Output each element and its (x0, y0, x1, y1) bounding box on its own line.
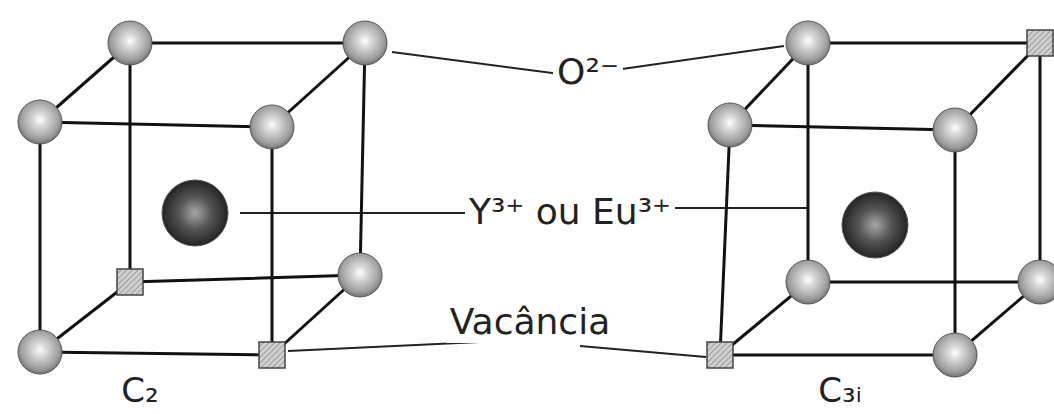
oxygen-ion (108, 21, 152, 65)
leader-line (392, 52, 560, 74)
oxygen-ion (708, 103, 752, 147)
leader-line (615, 46, 784, 70)
oxygen-ion (18, 100, 62, 144)
oxygen-ion (933, 333, 977, 377)
oxygen-ion (786, 21, 830, 65)
vacancy-square (707, 342, 733, 368)
cube-edge (720, 125, 955, 355)
leader-line (580, 346, 706, 357)
cube-edge (40, 122, 272, 355)
cation-ion (842, 192, 908, 258)
oxygen-ion (933, 108, 977, 152)
vacancy-square (1027, 30, 1053, 56)
vacancy-square (117, 269, 143, 295)
oxygen-ion (18, 330, 62, 374)
site-symmetry-label: C₃ᵢ (814, 371, 865, 410)
cube-edge (808, 43, 1040, 282)
leader-line (288, 342, 480, 351)
ion-label: O²⁻ (553, 51, 623, 92)
oxygen-ion (786, 260, 830, 304)
leader-line (660, 207, 808, 209)
ion-label: Y³⁺ ou Eu³⁺ (465, 191, 675, 232)
oxygen-ion (1018, 260, 1054, 304)
oxygen-ion (343, 21, 387, 65)
oxygen-ion (338, 253, 382, 297)
site-symmetry-label: C₂ (117, 371, 162, 410)
vacancy-label: Vacância (446, 301, 614, 342)
cation-ion (162, 180, 228, 246)
vacancy-square (259, 342, 285, 368)
oxygen-ion (250, 105, 294, 149)
cube-edge (130, 43, 365, 282)
